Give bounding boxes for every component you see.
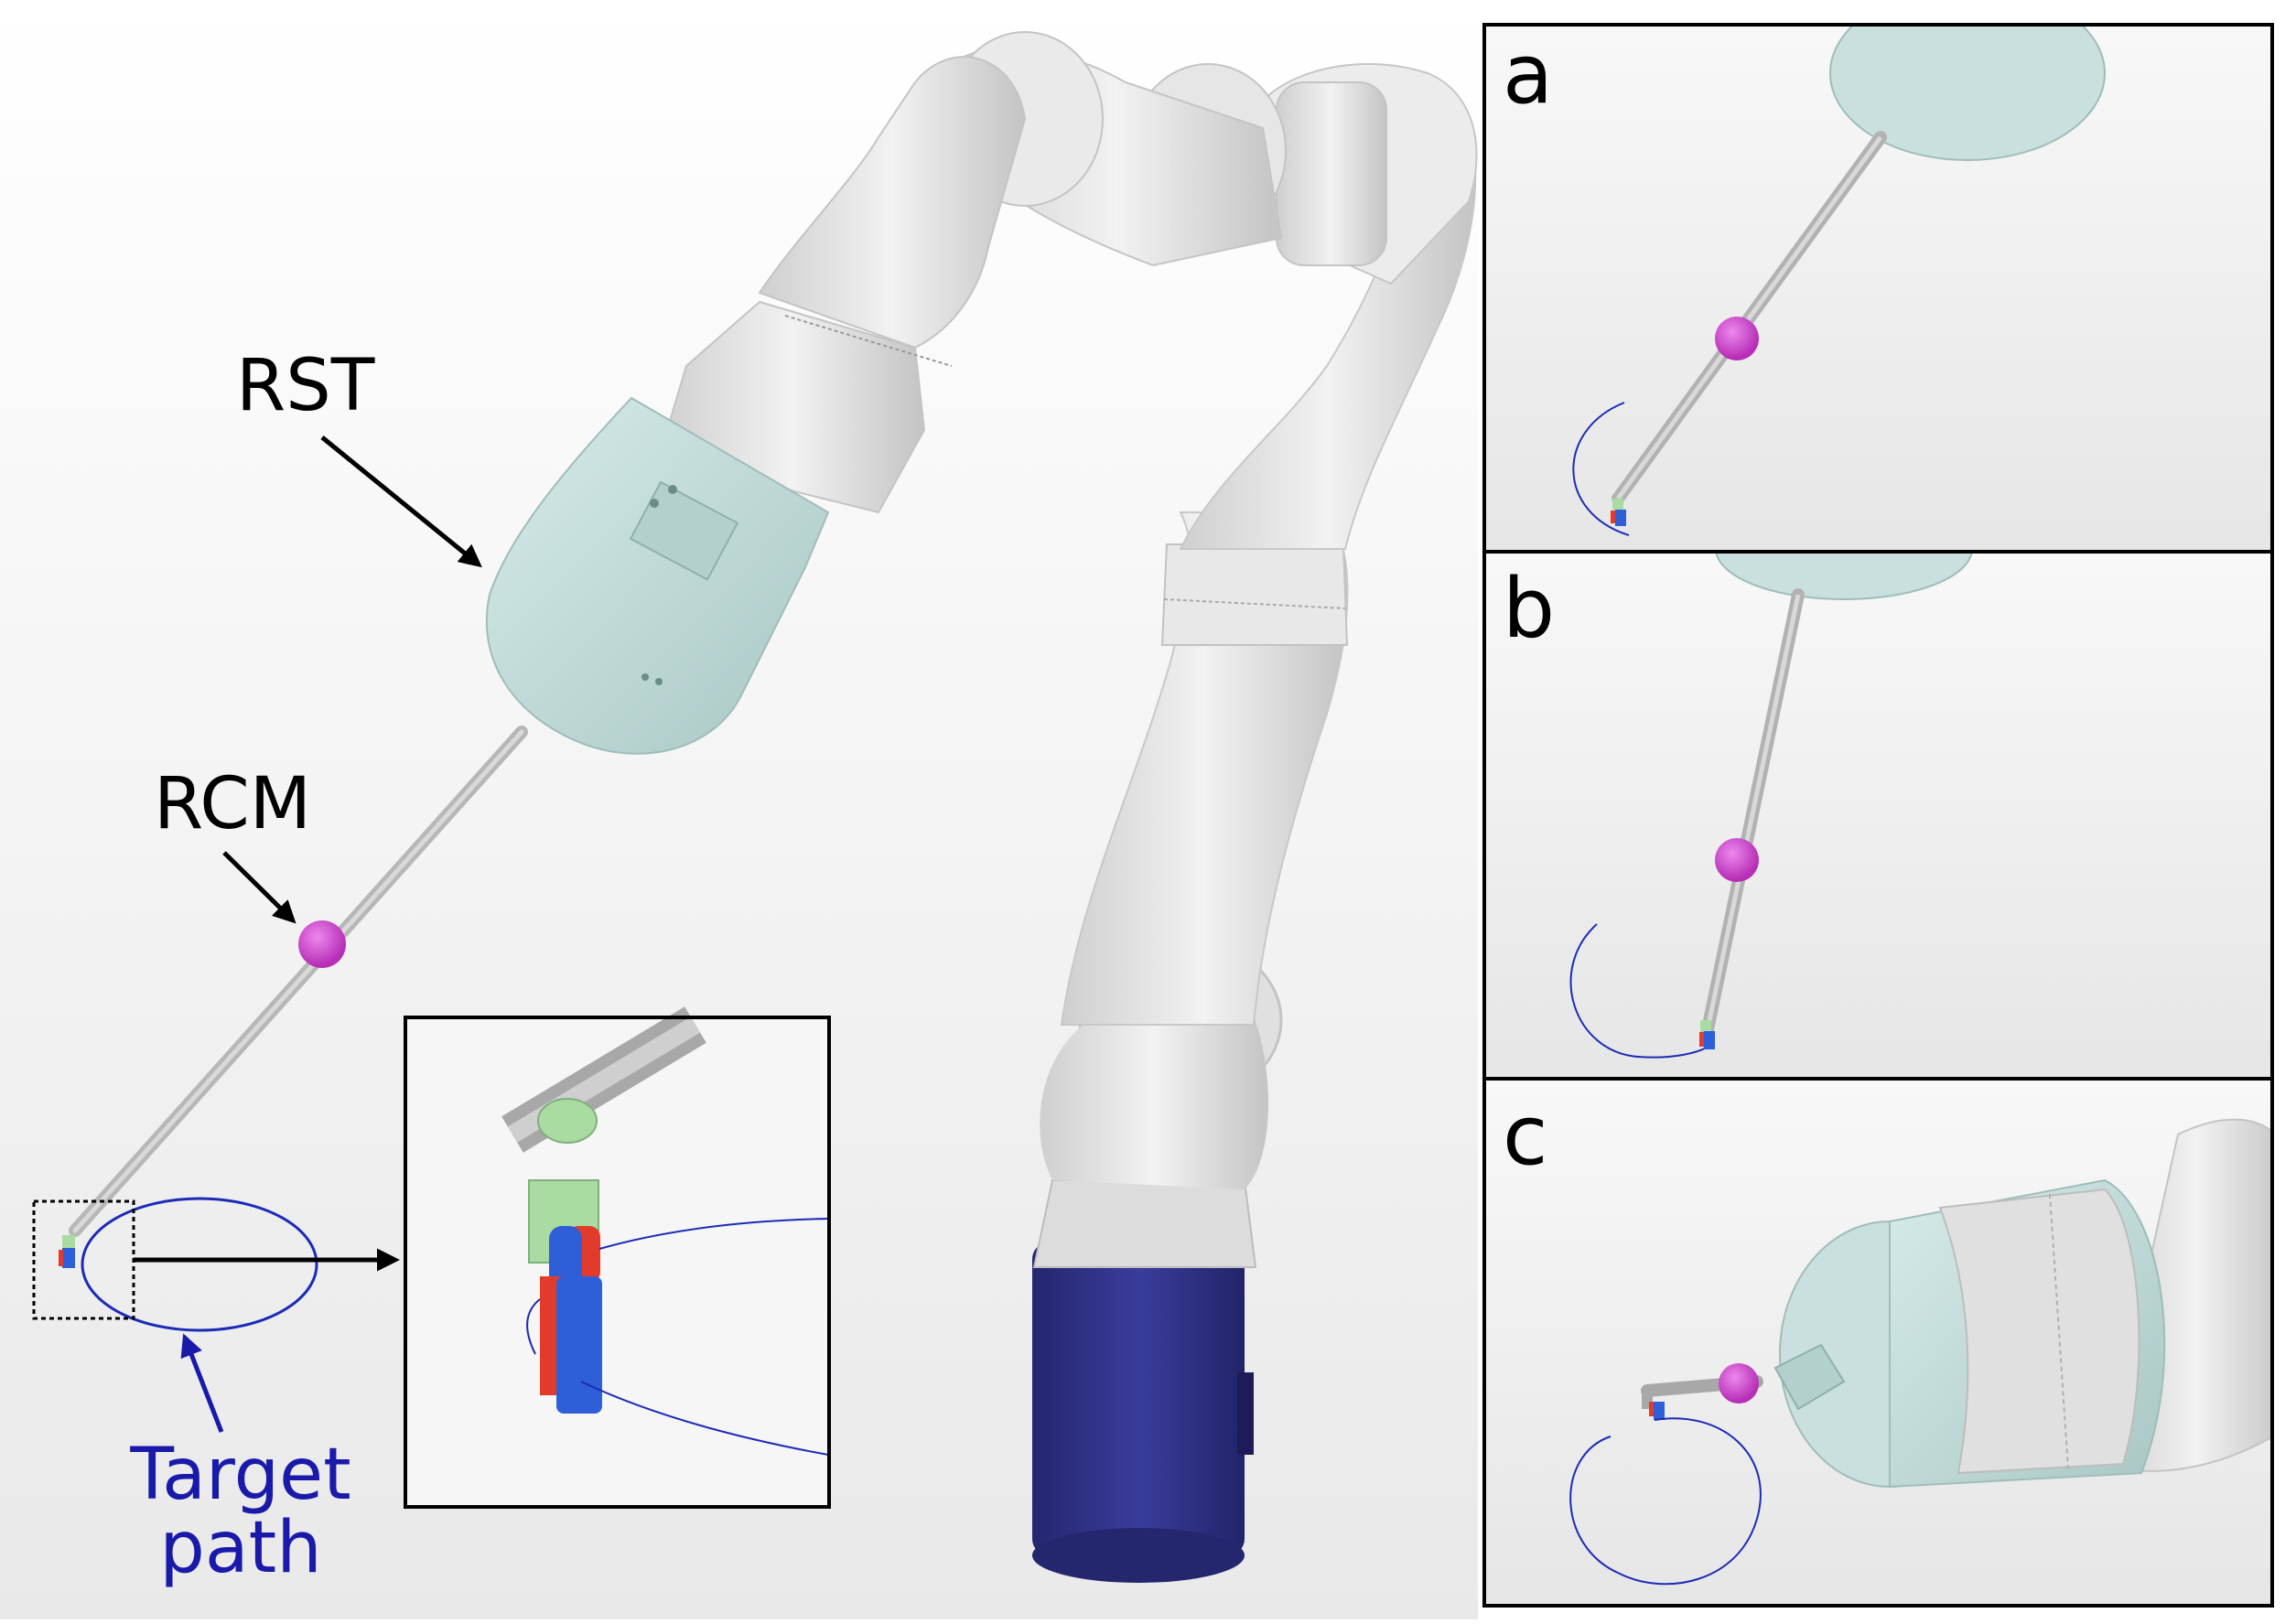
panel-b: b <box>1482 550 2274 1081</box>
target-path-label-line2: path <box>159 1507 321 1589</box>
panel-a-letter: a <box>1503 27 1553 123</box>
target-path-arrow <box>180 1333 224 1433</box>
rcm-marker <box>298 920 346 968</box>
panel-c-letter: c <box>1503 1088 1547 1184</box>
target-path-ellipse <box>81 1197 318 1332</box>
inset-zoom <box>404 1006 831 1509</box>
rcm-label: RCM <box>154 763 311 845</box>
target-path-label-line1: Target <box>129 1434 350 1516</box>
panel-a: a <box>1482 23 2274 554</box>
panel-c: c <box>1482 1077 2274 1608</box>
rst-housing <box>485 396 830 755</box>
panel-b-letter: b <box>1503 561 1555 657</box>
gripper-tip <box>59 1235 75 1268</box>
rcm-arrow <box>222 851 296 924</box>
rst-label: RST <box>236 345 375 427</box>
rst-arrow <box>320 436 482 568</box>
robot-base <box>1032 1242 1254 1583</box>
